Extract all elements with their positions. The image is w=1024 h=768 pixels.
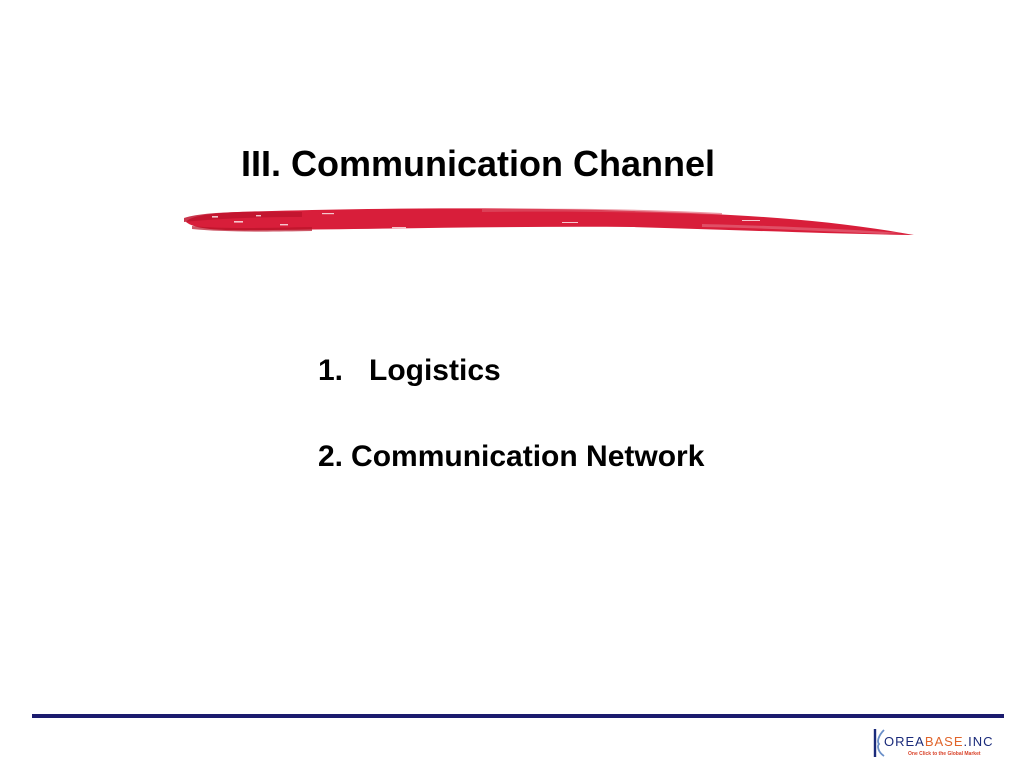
list-item-number: 1. xyxy=(318,354,344,387)
logo-wordmark: OREABASE.INC xyxy=(884,735,994,749)
logo-k-mark-icon xyxy=(873,729,885,757)
logo-wordmark-inc: .INC xyxy=(963,734,994,749)
list-item-number: 2. xyxy=(318,440,344,473)
list-item: 2.Communication Network xyxy=(318,436,704,478)
slide-title: III. Communication Channel xyxy=(241,143,716,184)
list-item-text: Logistics xyxy=(369,354,501,387)
footer-divider xyxy=(32,714,1004,718)
list-item: 1. Logistics xyxy=(318,350,704,392)
logo-wordmark-base: BASE xyxy=(924,734,964,749)
content-list: 1. Logistics 2.Communication Network xyxy=(318,350,704,478)
brush-stroke-underline xyxy=(184,208,914,235)
logo-wordmark-ore: OREA xyxy=(884,734,925,749)
list-item-text: Communication Network xyxy=(351,440,705,473)
logo-tagline: One Click to the Global Market xyxy=(908,751,981,757)
company-logo: OREABASE.INC One Click to the Global Mar… xyxy=(872,726,998,762)
